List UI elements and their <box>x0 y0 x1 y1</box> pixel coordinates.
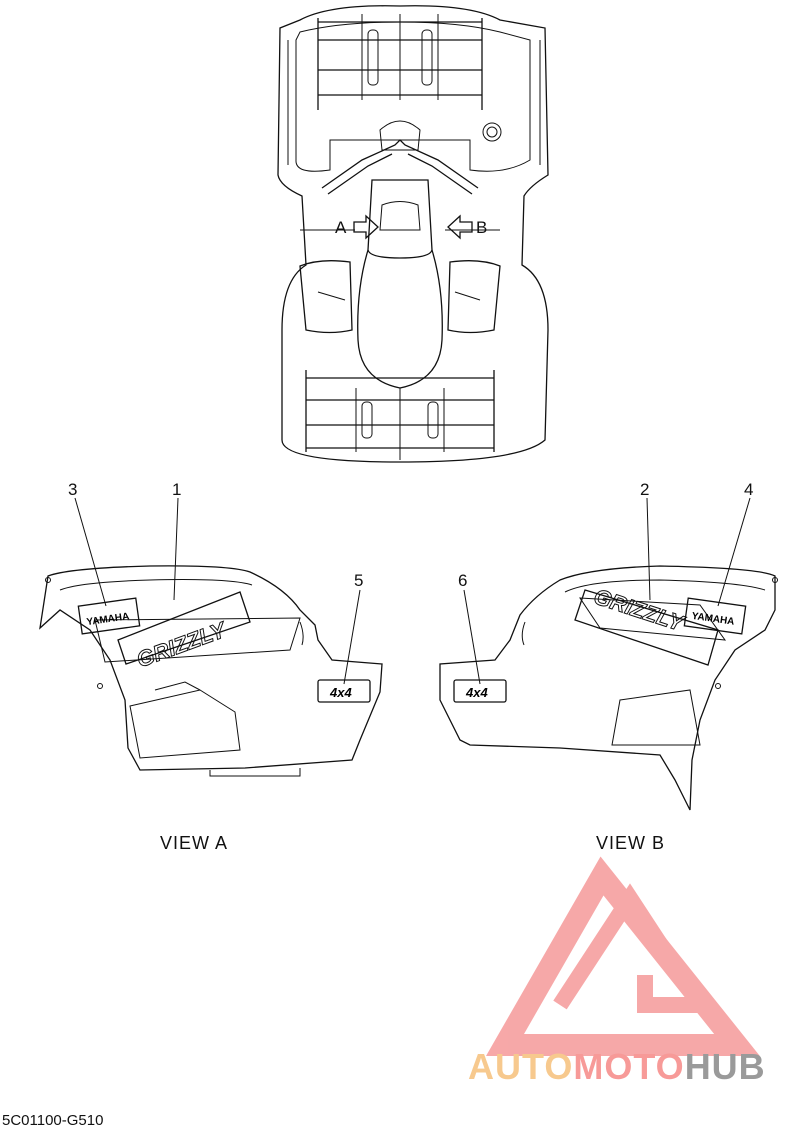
decal-model-a: GRIZZLY <box>133 616 231 672</box>
decal-brand-b: YAMAHA <box>691 611 735 628</box>
arrow-label-a: A <box>335 218 347 237</box>
watermark-text: AUTOMOTOHUB <box>468 1046 766 1088</box>
callout-2: 2 <box>640 480 649 499</box>
watermark-part-moto: MOTO <box>573 1046 685 1087</box>
view-a-panel: YAMAHA GRIZZLY 4x4 <box>39 565 383 777</box>
callouts: 3 1 5 6 2 4 <box>68 480 753 685</box>
watermark-logo-icon <box>486 856 760 1056</box>
part-code: 5C01100-G510 <box>2 1112 104 1129</box>
arrow-a-icon <box>353 214 379 240</box>
decal-badge-6: 4x4 <box>465 685 488 700</box>
view-a-caption: VIEW A <box>160 833 229 853</box>
decal-brand-a: YAMAHA <box>86 611 130 628</box>
atv-top-view: A B <box>277 5 549 463</box>
callout-1: 1 <box>172 480 181 499</box>
view-b-caption: VIEW B <box>596 833 666 853</box>
arrow-b-icon <box>447 214 473 240</box>
callout-3: 3 <box>68 480 77 499</box>
callout-6: 6 <box>458 571 467 590</box>
callout-5: 5 <box>354 571 363 590</box>
arrow-label-b: B <box>476 218 487 237</box>
view-b-panel: GRIZZLY YAMAHA 4x4 <box>439 565 778 811</box>
callout-4: 4 <box>744 480 753 499</box>
decal-badge-5: 4x4 <box>329 685 352 700</box>
watermark-part-auto: AUTO <box>468 1046 574 1087</box>
watermark-part-hub: HUB <box>684 1046 766 1087</box>
